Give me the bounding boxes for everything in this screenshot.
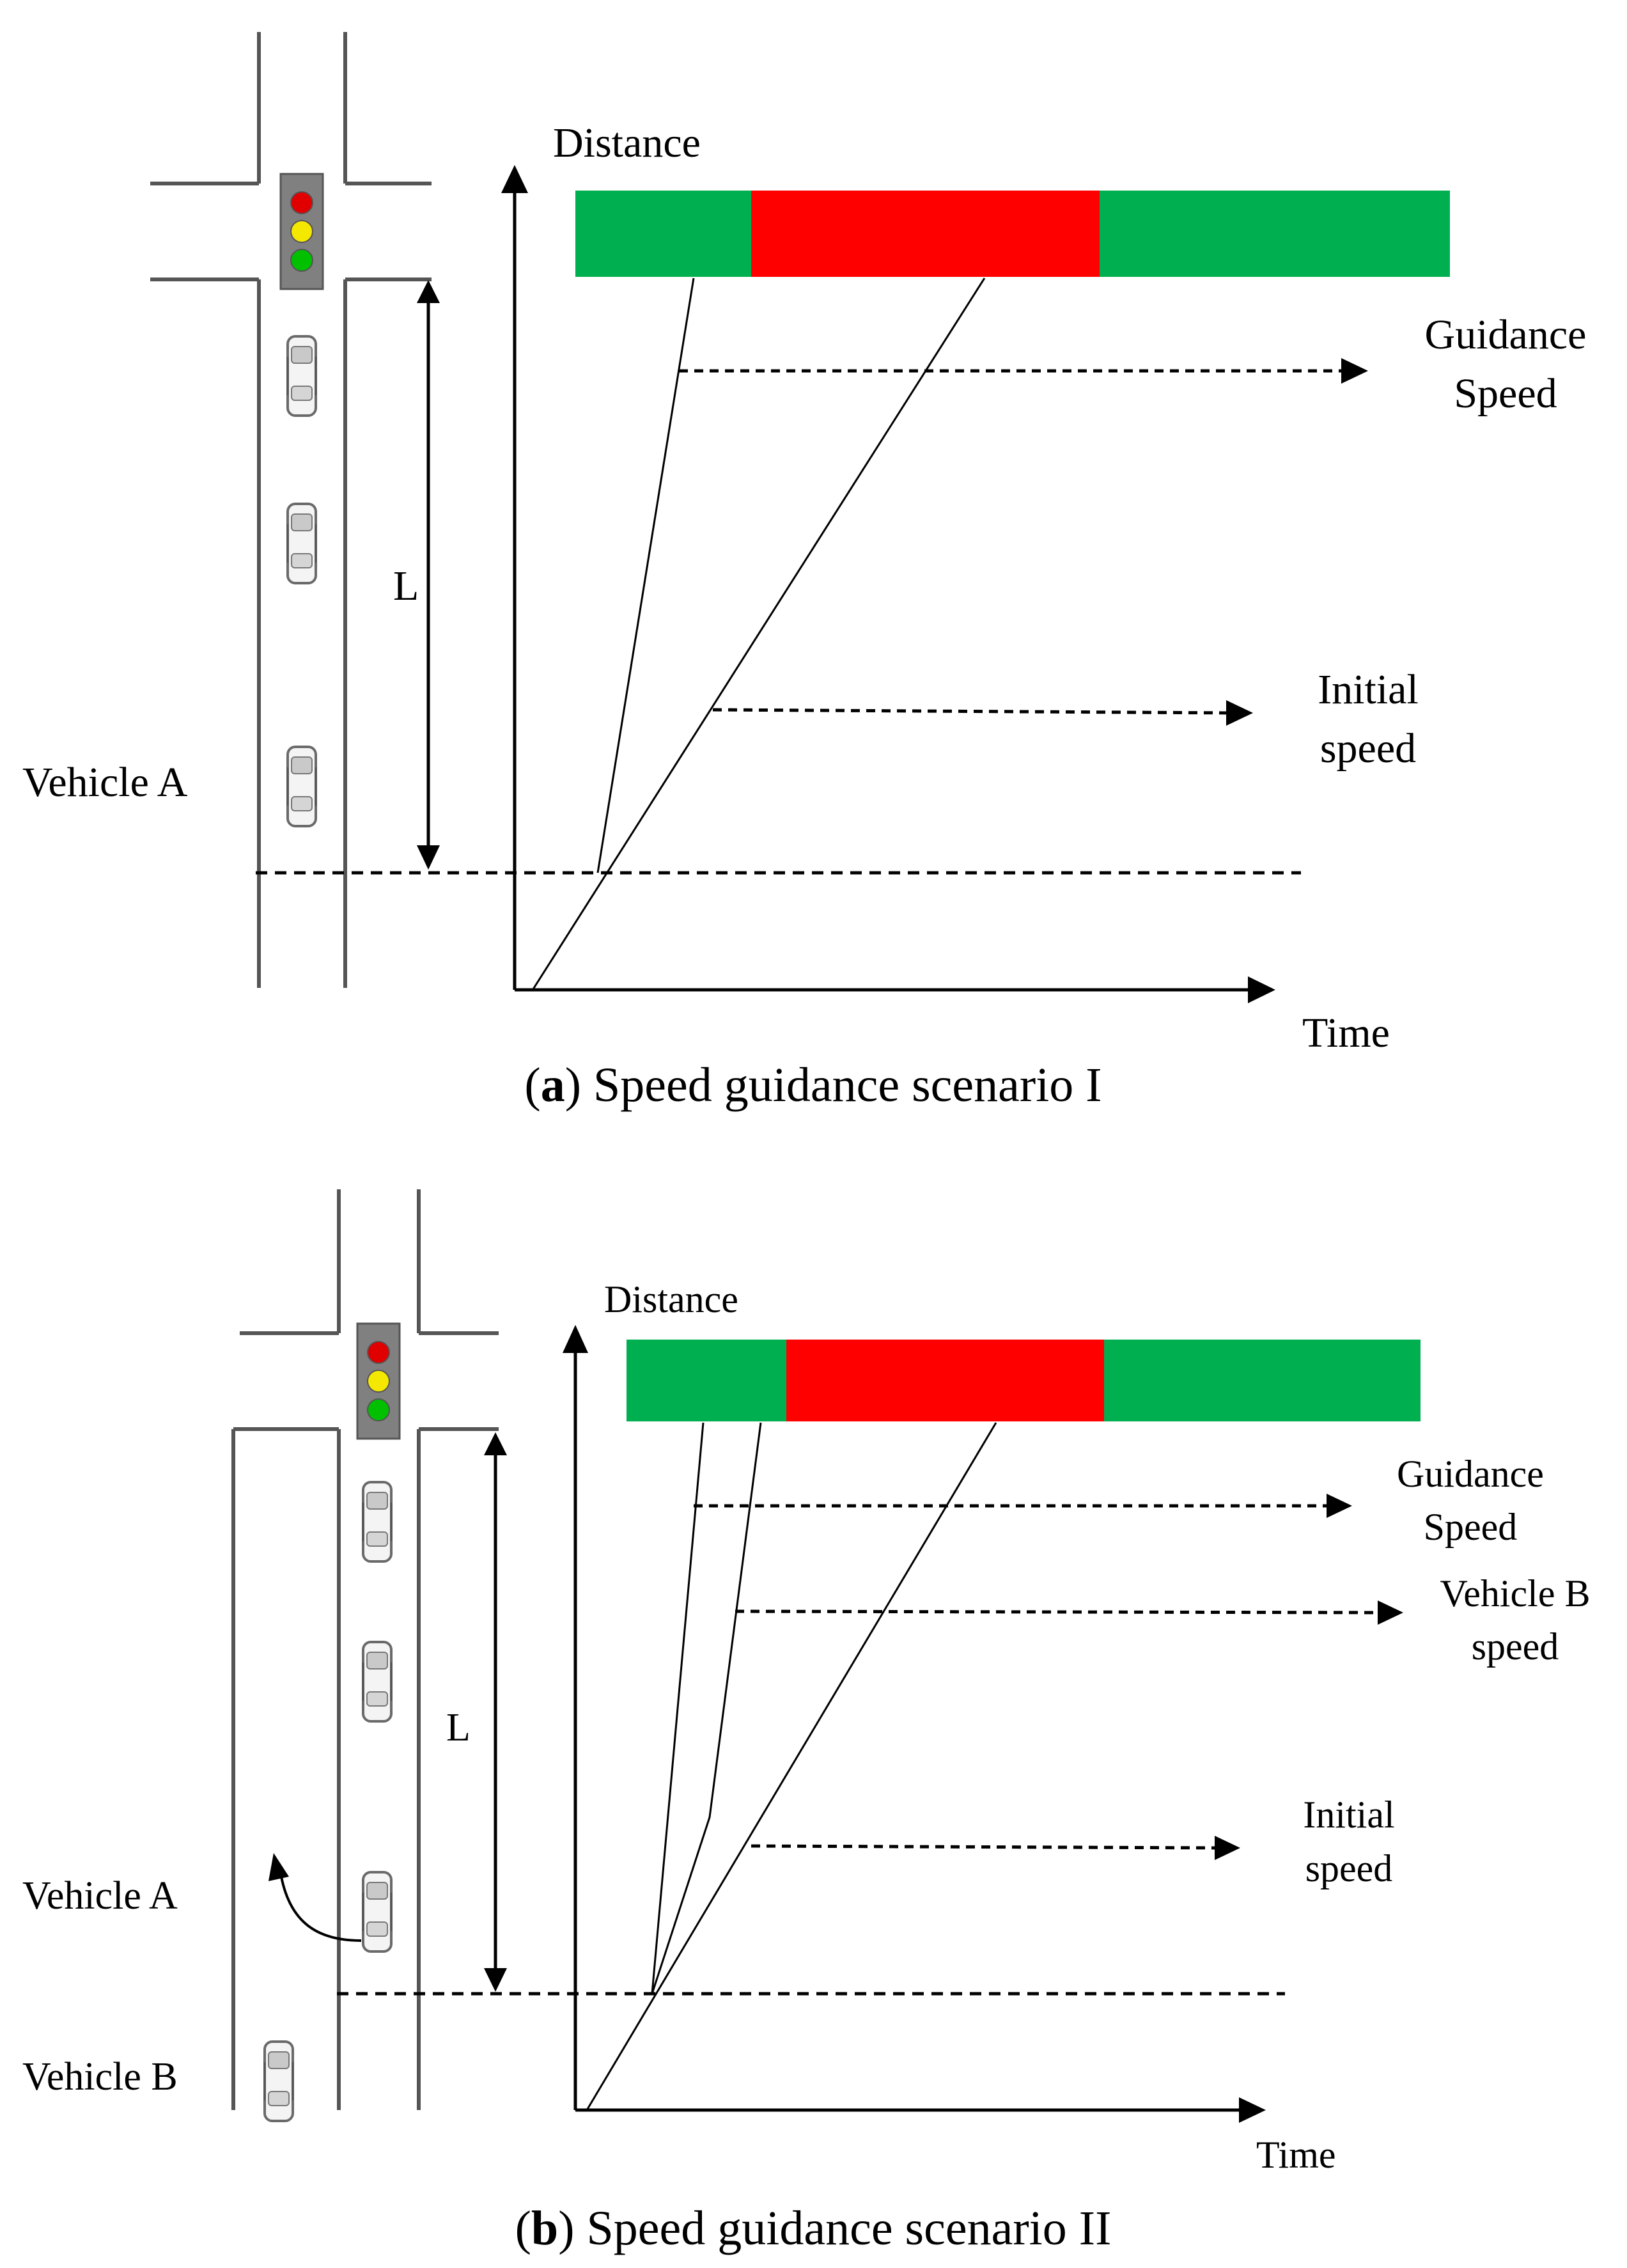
caption-a-text: Speed guidance scenario I [581,1058,1102,1112]
guidance-speed-label-line2: Speed [1454,370,1557,417]
axes-b [563,1325,1266,2123]
x-axis-label: Time [1256,2134,1336,2176]
lane-change-arrow [269,1853,362,1942]
x-axis-label: Time [1302,1010,1390,1056]
vehicle-b-speed-label-line2: speed [1472,1625,1559,1668]
guidance-speed-arrow-a [679,358,1368,384]
vehicle-b-trajectory [651,1422,762,1994]
signal-timing-bar-b [627,1340,1421,1421]
caption-b: (b) Speed guidance scenario II [515,2202,1112,2255]
distance-l-arrow-b [484,1432,507,1992]
vehicle-b-speed-arrow [735,1600,1403,1625]
vehicle-a-car-icon [362,1871,393,1953]
vehicle-b-speed-label-line1: Vehicle B [1440,1572,1591,1615]
guidance-speed-arrow-b [694,1494,1352,1518]
caption-a-letter: a [541,1058,565,1112]
initial-speed-arrow-a [712,700,1253,726]
guidance-speed-trajectory [596,278,695,873]
panel-b: Vehicle A Vehicle B L Distance Time [22,1189,1590,2255]
initial-speed-arrow-b [751,1836,1240,1860]
signal-phase-green [1100,191,1450,277]
car-icon [362,1481,393,1563]
caption-b-letter: b [531,2202,558,2255]
signal-timing-bar-a [575,191,1450,277]
car-icon [286,335,317,417]
initial-speed-label-line2: speed [1305,1847,1393,1889]
initial-speed-label-line1: Initial [1318,666,1419,713]
initial-speed-label-line2: speed [1320,725,1416,772]
distance-l-label: L [393,563,419,609]
signal-phase-green [627,1340,786,1421]
signal-phase-red [751,191,1100,277]
guidance-speed-label-line1: Guidance [1425,311,1587,358]
guidance-speed-label-line1: Guidance [1397,1453,1544,1495]
traffic-light-b [356,1322,401,1440]
caption-a: (a) Speed guidance scenario I [524,1058,1102,1112]
traffic-light-a [279,173,324,290]
axes-a [501,165,1275,1003]
signal-phase-green [575,191,751,277]
y-axis-label: Distance [604,1278,738,1320]
guidance-speed-trajectory [651,1422,705,1994]
initial-speed-trajectory [531,278,986,992]
panel-a: Vehicle A L Distance Time [22,32,1586,1112]
initial-speed-label-line1: Initial [1303,1794,1394,1836]
distance-l-arrow-a [417,280,440,870]
caption-b-text: Speed guidance scenario II [575,2202,1112,2255]
vehicle-a-label: Vehicle A [22,759,188,806]
y-axis-label: Distance [553,120,701,166]
vehicle-b-label: Vehicle B [22,2055,178,2099]
guidance-speed-label-line2: Speed [1424,1506,1518,1548]
car-icon [362,1641,393,1723]
signal-phase-red [786,1340,1104,1421]
vehicle-a-label: Vehicle A [22,1874,178,1918]
road-b [231,1189,499,2110]
distance-l-label: L [446,1706,471,1749]
vehicle-b-car-icon [263,2040,294,2122]
vehicle-a-car-icon [286,746,317,827]
initial-speed-trajectory [586,1422,997,2111]
road-a [150,32,432,988]
car-icon [286,503,317,584]
signal-phase-green [1104,1340,1421,1421]
